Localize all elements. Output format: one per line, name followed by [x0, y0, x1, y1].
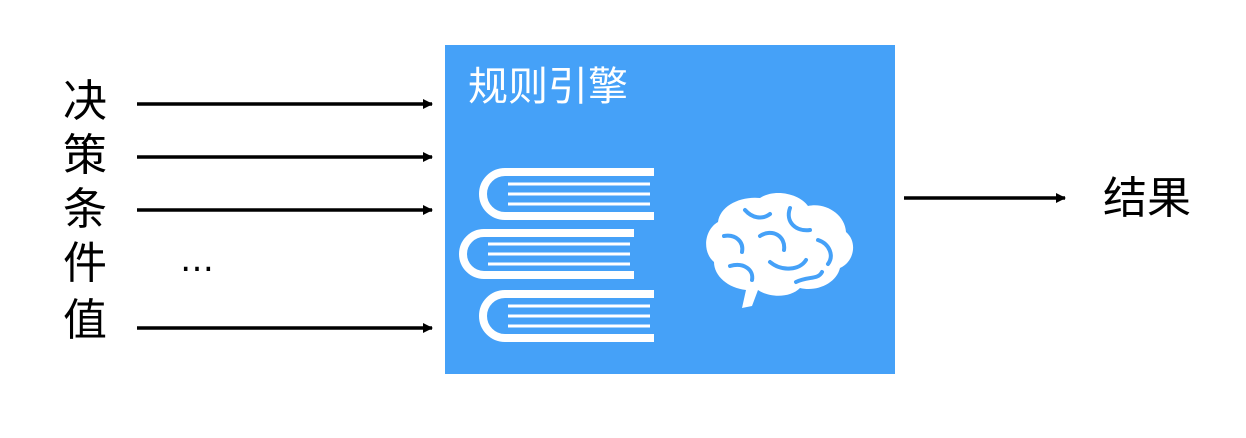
input-label-char-2: 策 [63, 130, 107, 181]
input-label-char-3: 条 [63, 184, 107, 235]
input-label-char-5: 值 [63, 295, 107, 346]
input-label-char-1: 决 [63, 76, 107, 127]
brain-icon [706, 192, 854, 308]
input-label-char-4: 件 [63, 238, 107, 289]
result-label: 结果 [1103, 173, 1191, 224]
books-icon [459, 168, 654, 342]
input-ellipsis: … [180, 240, 215, 280]
rule-engine-title: 规则引擎 [468, 64, 628, 110]
